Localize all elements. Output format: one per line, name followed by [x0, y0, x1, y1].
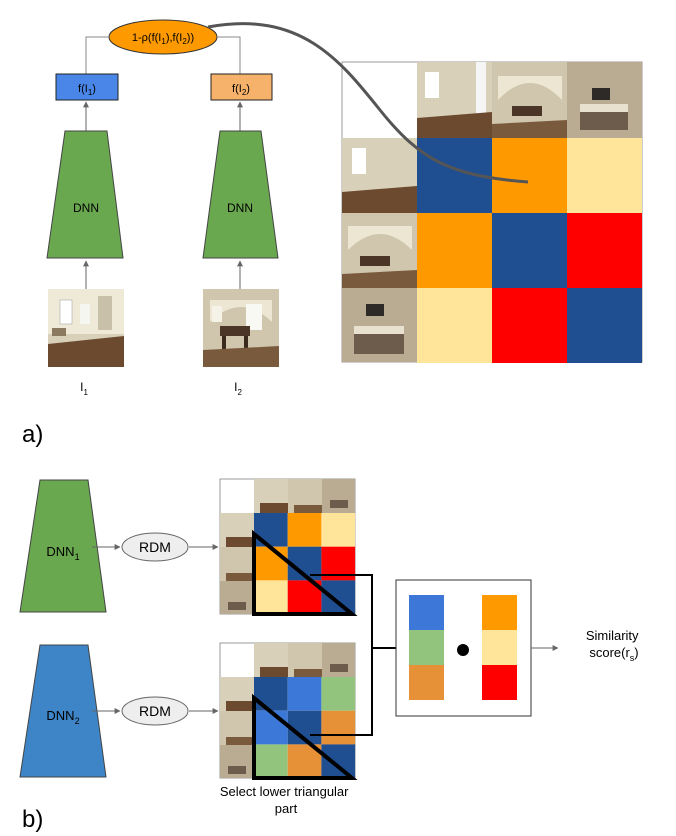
rdm-2-lower-triangle-outline: [252, 693, 358, 780]
panel-a: 1-ρ(f(I1),f(I2)) f(I1) f(I2) DNN DNN: [22, 19, 643, 448]
connector-feature1-to-formula: [85, 36, 109, 74]
panel-a-label: a): [22, 421, 43, 448]
dissimilarity-formula-text: 1-ρ(f(I1),f(I2)): [132, 32, 194, 46]
rdm-1-cell: [321, 513, 356, 547]
rdm-2-cells: [254, 677, 356, 779]
vector-1: [409, 595, 444, 700]
feature-box-1: [55, 73, 119, 101]
rdm-2-cell: [254, 710, 288, 745]
network-2-trapezoid: [202, 130, 279, 259]
vector-1-element: [409, 630, 444, 665]
dot-product-icon: [457, 644, 469, 656]
panel-b-label: b): [22, 806, 43, 833]
rdm-1-cell: [254, 546, 288, 581]
network-2-label-b: DNN2: [46, 708, 79, 726]
rdm-large-cell: [492, 213, 567, 288]
rdm-large-cell: [492, 138, 567, 213]
rdm-2-cell: [321, 710, 356, 745]
input-image-2: [203, 289, 279, 367]
rdm-1-cell: [254, 580, 288, 615]
feature-box-2-label: f(I2): [232, 83, 250, 97]
rdm-large-cell: [492, 288, 567, 363]
network-2-trapezoid-b: [19, 644, 107, 778]
network-2-label: DNN: [227, 201, 253, 215]
rdm-1-lower-triangle-outline: [252, 529, 358, 616]
network-1-label: DNN: [73, 201, 99, 215]
connector-rdm1-to-comparison: [310, 574, 396, 649]
rdm-1-cell: [321, 580, 356, 615]
network-1-trapezoid-b: [19, 479, 107, 613]
rdm-2-header-thumbnails: [220, 643, 355, 778]
input-image-1: [48, 289, 124, 367]
rdm-2-cell: [321, 677, 356, 711]
feature-box-1-label: f(I1): [78, 83, 96, 97]
vector-2-element: [482, 665, 517, 700]
input-2-label: I2: [234, 380, 242, 397]
vector-2: [482, 595, 517, 700]
rdm-1-header-thumbnails: [220, 479, 355, 614]
rdm-2-cell: [287, 677, 322, 711]
rdm-node-1: [121, 532, 189, 562]
formula-to-cell-link: [207, 22, 529, 184]
rdm-large-header-thumbnails: [417, 62, 642, 138]
rdm-matrix-large: [341, 61, 643, 363]
vector-1-element: [409, 595, 444, 630]
rdm-large-cell: [567, 138, 642, 213]
rdm-large-cells: [417, 138, 642, 363]
rdm-matrix-2: [219, 642, 358, 780]
panel-b: DNN1 RDM DNN2 RDM: [19, 478, 642, 833]
vector-1-element: [409, 665, 444, 700]
rdm-node-2-label: RDM: [139, 703, 171, 719]
rdm-large-cell: [567, 213, 642, 288]
network-1-label-b: DNN1: [46, 544, 79, 562]
rdm-large-cell: [417, 288, 492, 363]
vector-2-element: [482, 630, 517, 665]
rdm-node-1-label: RDM: [139, 539, 171, 555]
rdm-node-2: [121, 696, 189, 726]
similarity-score-label: Similarity score(rs): [586, 628, 642, 663]
connector-rdm2-to-comparison: [310, 648, 373, 736]
rdm-2-cell: [321, 744, 356, 779]
feature-box-2: [210, 73, 273, 101]
select-lower-triangle-caption: Select lower triangular part: [220, 784, 352, 816]
rdm-1-cells: [254, 513, 356, 615]
connector-feature2-to-formula: [217, 36, 241, 74]
rdm-1-cell: [287, 513, 322, 547]
vector-2-element: [482, 595, 517, 630]
input-1-label: I1: [80, 380, 88, 397]
rdm-large-side-thumbnails: [342, 138, 417, 362]
rdm-2-cell: [254, 744, 288, 779]
rdm-large-cell: [567, 288, 642, 363]
rdm-matrix-1: [219, 478, 358, 616]
rdm-2-cell: [254, 677, 288, 711]
network-1-trapezoid: [46, 130, 124, 259]
rdm-1-cell: [254, 513, 288, 547]
rdm-large-cell: [417, 213, 492, 288]
